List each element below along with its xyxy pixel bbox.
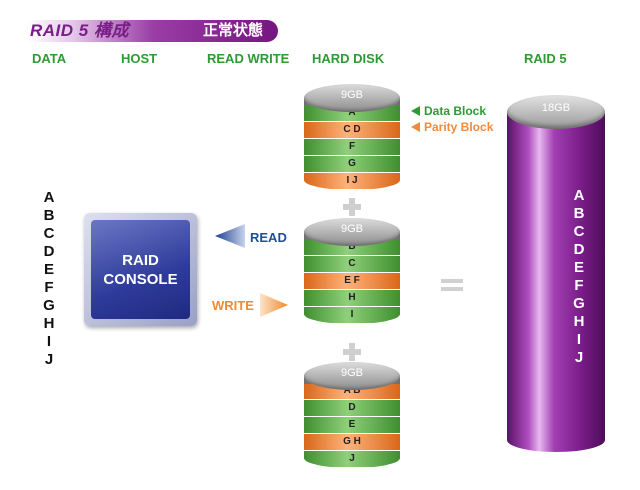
equals-icon-bar-top xyxy=(441,279,463,283)
raid5-letter: D xyxy=(573,241,585,258)
raid-console: RAID CONSOLE xyxy=(84,213,197,326)
raid5-letter: G xyxy=(573,295,585,312)
header-title: RAID 5 構成 xyxy=(30,21,129,40)
raid5-letter: F xyxy=(574,277,584,294)
read-label: READ xyxy=(250,230,287,245)
raid5-letter: J xyxy=(574,349,584,366)
data-block: E xyxy=(304,417,400,434)
raid5-letter: C xyxy=(573,223,585,240)
data-letter: J xyxy=(44,351,54,368)
disk-capacity: 9GB xyxy=(340,89,363,101)
column-header-data: DATA xyxy=(32,51,67,66)
column-header-raid5: RAID 5 xyxy=(524,51,567,66)
parity-block: C D xyxy=(304,122,400,139)
raid-console-face: RAID CONSOLE xyxy=(91,220,190,319)
column-header-read-write: READ WRITE xyxy=(207,51,290,66)
console-line-1: RAID xyxy=(122,251,159,269)
data-block: F xyxy=(304,139,400,156)
plus-icon xyxy=(343,343,361,361)
equals-icon-bar-bottom xyxy=(441,287,463,291)
data-block-legend-arrow-icon xyxy=(411,106,420,116)
data-block: J xyxy=(304,451,400,468)
raid5-letter: B xyxy=(573,205,585,222)
disk-top: 9GB xyxy=(304,84,400,112)
read-arrow-icon xyxy=(215,224,245,248)
write-label: WRITE xyxy=(212,298,254,313)
data-letter: H xyxy=(43,315,55,332)
data-block: C xyxy=(304,256,400,273)
header-bar xyxy=(28,20,278,42)
data-letter: E xyxy=(43,261,54,278)
legend-parity-block: Parity Block xyxy=(424,120,494,134)
raid5-letter: A xyxy=(573,187,585,204)
column-header-hard-disk: HARD DISK xyxy=(312,51,385,66)
data-block: G xyxy=(304,156,400,173)
disk-top: 9GB xyxy=(304,218,400,246)
disk-capacity: 9GB xyxy=(340,223,363,235)
console-line-2: CONSOLE xyxy=(103,270,178,288)
write-arrow-icon xyxy=(260,293,288,317)
disk-top: 9GB xyxy=(304,362,400,390)
data-letter: C xyxy=(43,225,55,242)
data-block: H xyxy=(304,290,400,307)
data-block: D xyxy=(304,400,400,417)
parity-block: E F xyxy=(304,273,400,290)
raid5-volume-top: 18GB xyxy=(507,95,605,129)
raid5-letter: I xyxy=(576,331,582,348)
raid5-letter: H xyxy=(573,313,585,330)
legend-data-block: Data Block xyxy=(424,104,487,118)
raid5-volume xyxy=(507,112,605,452)
raid5-letter: E xyxy=(573,259,584,276)
column-header-host: HOST xyxy=(121,51,158,66)
parity-block: G H xyxy=(304,434,400,451)
raid5-capacity: 18GB xyxy=(541,102,571,114)
data-letter: A xyxy=(43,189,55,206)
data-letter: I xyxy=(46,333,52,350)
parity-block-legend-arrow-icon xyxy=(411,122,420,132)
plus-icon xyxy=(343,198,361,216)
data-letter: F xyxy=(44,279,54,296)
data-block: I xyxy=(304,307,400,324)
disk-capacity: 9GB xyxy=(340,367,363,379)
header-status: 正常状態 xyxy=(203,22,264,39)
data-letter: B xyxy=(43,207,55,224)
data-letter: D xyxy=(43,243,55,260)
parity-block: I J xyxy=(304,173,400,190)
data-letter: G xyxy=(43,297,55,314)
